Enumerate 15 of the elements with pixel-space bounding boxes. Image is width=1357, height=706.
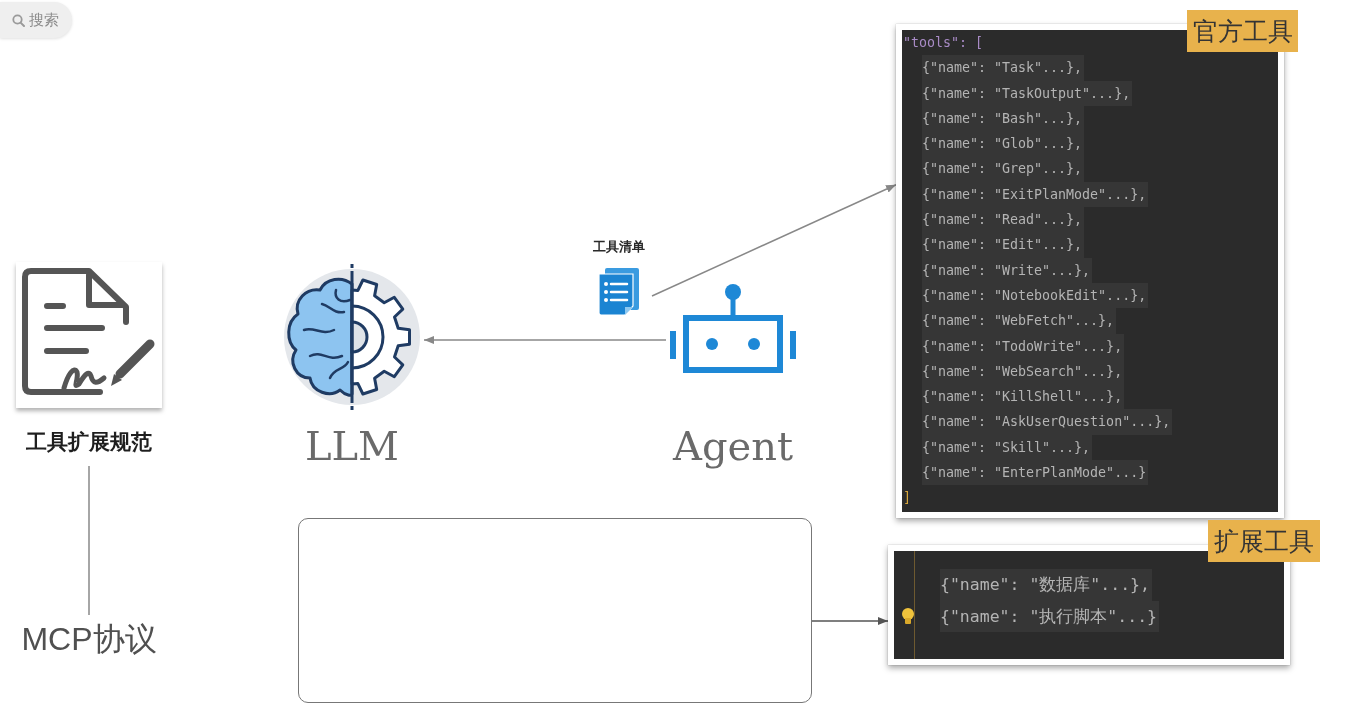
search-button: 搜索 — [0, 2, 72, 38]
arrow — [811, 617, 889, 625]
tag-label: 扩展工具 — [1208, 520, 1320, 562]
rounded-frame — [298, 518, 812, 703]
node-label: 工具清单 — [593, 238, 645, 256]
node-label: Agent — [673, 422, 793, 470]
arrow — [423, 336, 667, 344]
node-label: MCP协议 — [18, 615, 160, 665]
code-line: ] — [903, 489, 912, 508]
tag-label: 官方工具 — [1187, 10, 1298, 52]
node-label: LLM — [304, 422, 400, 470]
code-line: "tools": [ — [903, 34, 985, 52]
connector-line — [88, 465, 90, 616]
node-label: 工具扩展规范 — [26, 429, 152, 456]
arrow — [651, 184, 897, 297]
